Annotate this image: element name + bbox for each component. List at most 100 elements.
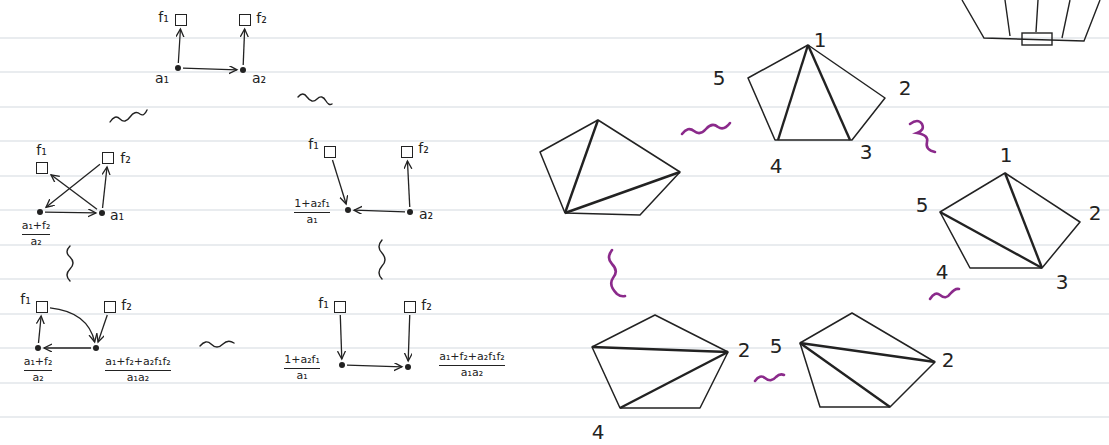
fraction-label: a₁+f₂a₂ (24, 356, 53, 384)
label-holder: a₁ (110, 207, 124, 223)
label-holder: f₂ (120, 150, 131, 166)
quiver-arrow (38, 316, 41, 343)
fraction-bar (105, 370, 171, 371)
squiggle (755, 374, 784, 381)
pentagon (540, 120, 680, 215)
quiver-arrow (354, 210, 405, 212)
vertex-label: f₂ (121, 297, 132, 313)
mutable-vertex: a₁+f₂a₂ (35, 345, 41, 351)
vertex-label: a₁ (306, 214, 317, 227)
diagonal (565, 172, 680, 213)
vertex-number: 3 (1056, 270, 1069, 294)
fraction-label: a₁+f₂+a₂f₁f₂a₁a₂ (105, 356, 171, 384)
vertex-label: a₁a₂ (127, 372, 149, 385)
mutable-vertex: a₁+f₂a₂ (37, 209, 43, 215)
label-holder: a₂ (419, 206, 433, 222)
vertex-number-holder: 2 (738, 340, 751, 361)
vertex-label: f₂ (421, 297, 432, 313)
vertex-number-holder: 5 (770, 336, 783, 357)
label-holder: f₂ (418, 140, 429, 156)
vertex-number-holder: 2 (899, 78, 912, 99)
squiggle (110, 110, 147, 122)
quiver-arrow (98, 315, 107, 342)
mutable-vertex: a₁ (175, 65, 181, 71)
vertex-label: a₁+f₂ (24, 356, 53, 369)
vertex-label: a₁a₂ (461, 367, 483, 380)
vertex-number: 2 (1089, 201, 1102, 225)
squiggle (298, 94, 332, 105)
vertex-number: 4 (936, 260, 949, 284)
vertex-label: f₁ (36, 142, 47, 158)
vertex-number-holder: 3 (1056, 272, 1069, 293)
pentagon (748, 45, 885, 140)
vertex-label: f₁ (20, 291, 31, 307)
quiver-arrow (347, 365, 402, 367)
fraction-bar (439, 365, 505, 366)
vertex-number-holder: 2 (942, 350, 955, 371)
vertex-number: 5 (770, 334, 783, 358)
label-holder: f₁ (20, 291, 31, 307)
quiver-arrow (407, 161, 409, 207)
vertex-label: f₁ (308, 136, 319, 152)
quiver-arrow (51, 175, 97, 210)
frozen-vertex: f₂ (404, 301, 416, 313)
fraction-bar (22, 234, 51, 235)
corner-sketch (962, 0, 1100, 45)
quiver-arrow (45, 211, 96, 213)
quiver-arrow (44, 347, 91, 348)
frozen-vertex: f₁ (36, 301, 48, 313)
squiggle (930, 289, 959, 299)
diagonal (800, 343, 935, 362)
frozen-vertex: f₂ (401, 146, 413, 158)
vertex-label: a₂ (252, 70, 266, 86)
vertex-label: a₁ (110, 207, 124, 223)
mutable-vertex: a₁+f₂+a₂f₁f₂a₁a₂ (405, 364, 411, 370)
vertex-label: a₁ (155, 70, 169, 86)
fraction-label: 1+a₂f₁a₁ (294, 198, 330, 226)
quiver-arrow (408, 315, 410, 361)
diagonal (940, 212, 1042, 268)
pentagon (800, 313, 935, 407)
sketch-outline (962, 0, 1100, 41)
vertex-label: f₂ (256, 10, 267, 26)
sketch-lines (1005, 0, 1070, 38)
fraction-bar (294, 212, 330, 213)
quiver-arrow (50, 308, 95, 342)
frozen-vertex: f₂ (239, 14, 251, 26)
vertex-number: 5 (916, 193, 929, 217)
mutable-vertex: a₂ (240, 67, 246, 73)
fraction-label: a₁+f₂+a₂f₁f₂a₁a₂ (439, 351, 505, 379)
quiver-arrow (183, 68, 237, 70)
ruled-lines (0, 38, 1109, 417)
frozen-vertex: f₁ (175, 14, 187, 26)
vertex-label: a₁ (296, 370, 307, 383)
mutable-vertex: a₁+f₂+a₂f₁f₂a₁a₂ (93, 345, 99, 351)
label-holder: f₂ (256, 10, 267, 26)
quiver-arrow (340, 315, 342, 359)
ruled-line (0, 38, 1109, 39)
squiggle (682, 123, 730, 134)
quiver-arrow (178, 29, 180, 63)
squiggle (379, 240, 385, 279)
frozen-vertex: f₁ (36, 162, 48, 174)
squiggle (200, 341, 234, 347)
vertex-label: a₂ (30, 236, 41, 249)
quiver-arrow (46, 164, 100, 207)
vertex-number-holder: 4 (770, 156, 783, 177)
mutable-vertex: a₂ (407, 209, 413, 215)
flip-squiggles (609, 121, 959, 381)
diagonal (592, 347, 728, 352)
vertex-label: f₂ (418, 140, 429, 156)
triangulations (540, 45, 1080, 408)
vertex-number-holder: 1 (1000, 145, 1013, 166)
vertex-number-holder: 3 (860, 142, 873, 163)
label-holder: f₁ (36, 142, 47, 158)
ruled-line (0, 107, 1109, 108)
vertex-label: 1+a₂f₁ (284, 354, 320, 367)
vertex-number-holder: 4 (936, 262, 949, 283)
label-holder: f₁ (318, 295, 329, 311)
diagonal (620, 352, 728, 408)
